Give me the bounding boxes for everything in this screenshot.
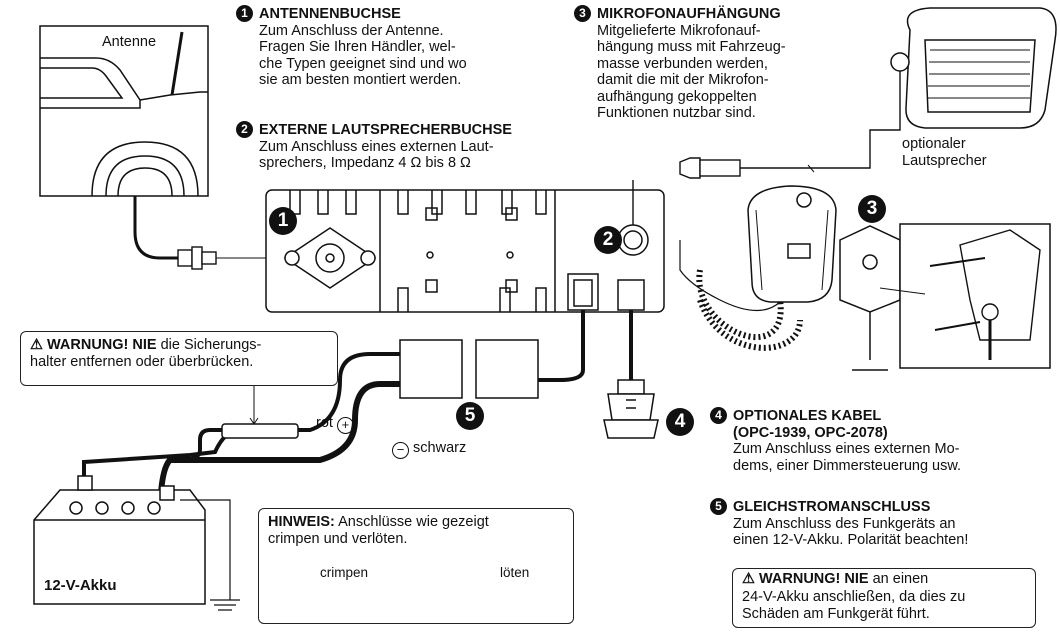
option-cable [604,310,658,438]
callout-line: Zum Anschluss der Antenne. [259,23,467,40]
callout-line: aufhängung gekoppelten [597,89,786,106]
callout-heading: MIKROFONAUFHÄNGUNG [597,6,781,22]
callout-line: Funktionen nutzbar sind. [597,105,786,122]
callout-number: 5 [710,498,727,515]
speaker-label-line: optionaler [902,136,987,153]
marker-5: 5 [456,402,484,430]
callout-heading: OPTIONALES KABEL [733,408,881,424]
speaker-label: optionaler Lautsprecher [902,136,987,169]
warning-text: an einen [869,571,929,587]
bnc-connector [178,247,216,269]
callout-dc-connection: 5 GLEICHSTROMANSCHLUSS Zum Anschluss des … [710,498,968,549]
callout-line: Mitgelieferte Mikrofonauf- [597,23,786,40]
warning-text-line: halter entfernen oder überbrücken. [30,354,328,371]
callout-line: einen 12-V-Akku. Polarität beachten! [733,532,968,549]
warning-text-line: 24-V-Akku anschließen, da dies zu [742,589,1026,607]
callout-line: che Typen geeignet sind und wo [259,56,467,73]
speaker-label-line: Lautsprecher [902,153,987,170]
marker-2: 2 [594,226,622,254]
marker-1: 1 [269,207,297,235]
microphone-illustration [748,186,836,302]
mic-hanger [840,226,900,370]
car-illustration [40,26,208,196]
fuse-holder [222,424,298,438]
warning-bold: ⚠ WARNUNG! NIE [30,337,157,353]
warning-bold: ⚠ WARNUNG! NIE [742,571,869,587]
marker-4: 4 [666,408,694,436]
callout-line: Zum Anschluss eines externen Laut- [259,139,512,156]
callout-external-speaker-jack: 2 EXTERNE LAUTSPRECHERBUCHSE Zum Anschlus… [236,121,512,172]
marker-3: 3 [858,195,886,223]
callout-line: sie am besten montiert werden. [259,72,467,89]
callout-number: 4 [710,407,727,424]
callout-line: hängung muss mit Fahrzeug- [597,39,786,56]
callout-line: Zum Anschluss eines externen Mo- [733,441,961,458]
callout-heading: ANTENNENBUCHSE [259,6,401,22]
antenna-cable [135,196,190,258]
callout-mic-hanger: 3 MIKROFONAUFHÄNGUNG Mitgelieferte Mikrof… [574,5,786,122]
black-wire-label: − schwarz [392,440,466,459]
callout-antenna-jack: 1 ANTENNENBUCHSE Zum Anschluss der Antenn… [236,5,467,89]
callout-number: 3 [574,5,591,22]
callout-line: masse verbunden werden, [597,56,786,73]
fuse-warning-box: ⚠ WARNUNG! NIE die Sicherungs- halter en… [20,331,338,386]
callout-line: sprechers, Impedanz 4 Ω bis 8 Ω [259,155,512,172]
callout-heading-line: (OPC-1939, OPC-2078) [733,425,961,442]
battery-label: 12-V-Akku [44,577,117,594]
red-wire-label: rot + [316,415,354,434]
warning-text-line: Schäden am Funkgerät führt. [742,606,1026,624]
speaker-illustration [891,8,1056,128]
solder-label: löten [500,565,529,582]
minus-icon: − [392,442,409,459]
crimp-label: crimpen [320,565,368,582]
callout-optional-cable: 4 OPTIONALES KABEL (OPC-1939, OPC-2078) Z… [710,407,961,474]
note-text-line: crimpen und verlöten. [268,531,564,548]
hanger-detail [900,224,1050,368]
note-text: Anschlüsse wie gezeigt [335,514,489,530]
callout-heading: EXTERNE LAUTSPRECHERBUCHSE [259,122,512,138]
callout-line: Fragen Sie Ihren Händler, wel- [259,39,467,56]
callout-number: 1 [236,5,253,22]
callout-line: Zum Anschluss des Funkgeräts an [733,516,968,533]
battery-24v-warning-box: ⚠ WARNUNG! NIE an einen 24-V-Akku anschl… [732,568,1036,628]
callout-heading: GLEICHSTROMANSCHLUSS [733,499,930,515]
callout-number: 2 [236,121,253,138]
warning-text: die Sicherungs- [157,337,262,353]
plus-icon: + [337,417,354,434]
red-label-text: rot [316,415,333,431]
speaker-plug [680,158,740,178]
black-label-text: schwarz [413,440,466,456]
callout-line: damit die mit der Mikrofon- [597,72,786,89]
note-bold: HINWEIS: [268,514,335,530]
antenna-label: Antenne [102,34,156,51]
callout-line: dems, einer Dimmersteuerung usw. [733,458,961,475]
